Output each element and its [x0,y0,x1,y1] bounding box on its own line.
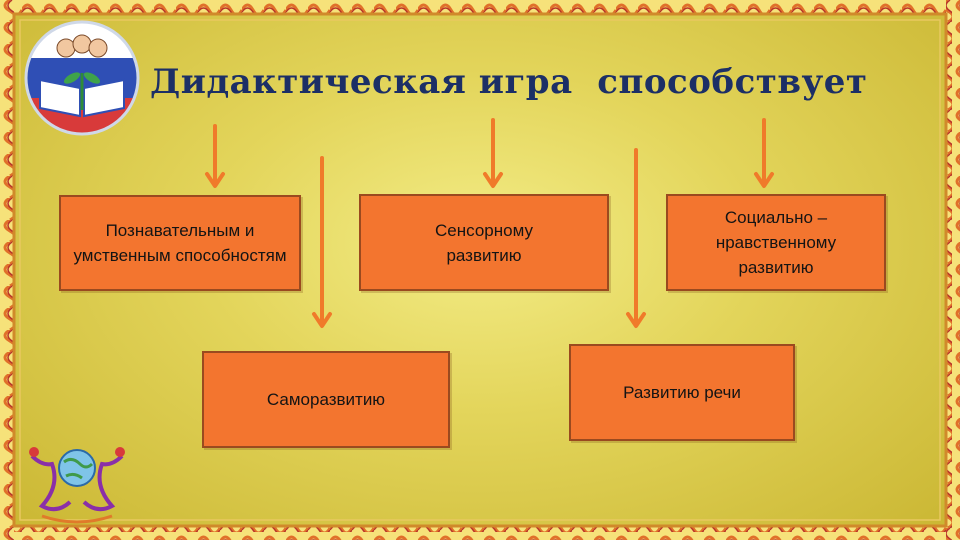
box-cognitive-label: Познавательным и умственным способностям [73,221,287,265]
box-sensory: Сенсорному развитию [359,194,609,291]
box-cognitive: Познавательным и умственным способностям [59,195,301,291]
arrow-to-cognitive [205,124,225,188]
arrow-to-sensory [483,118,503,188]
box-self: Саморазвитию [202,351,450,448]
children-book-logo-icon [24,20,140,136]
arrow-to-self [312,156,332,328]
box-speech: Развитию речи [569,344,795,441]
box-self-label: Саморазвитию [266,390,386,409]
box-social: Социально – нравственному развитию [666,194,886,291]
slide-title: Дидактическая игра способствует [150,62,868,102]
arrow-to-social [754,118,774,188]
arrow-to-speech [626,148,646,328]
box-speech-label: Развитию речи [623,383,741,402]
globe-dancers-emblem-icon [29,447,125,524]
box-sensory-label: Сенсорному развитию [435,220,533,265]
box-social-label: Социально – нравственному развитию [715,208,837,277]
